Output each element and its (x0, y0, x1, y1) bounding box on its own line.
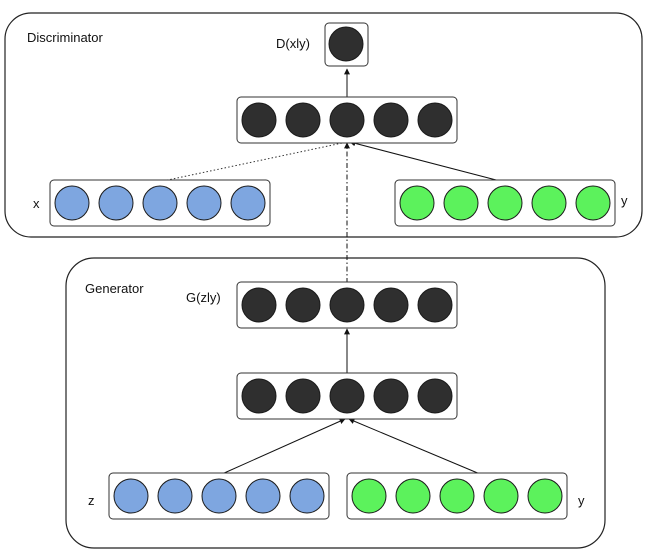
discriminator-y-unit (399, 185, 435, 221)
generator-output-unit (417, 287, 453, 323)
edge-y-to-gen-hidden (348, 418, 481, 475)
discriminator-x-label: x (33, 196, 40, 211)
generator-z-unit (245, 478, 281, 514)
discriminator-hidden-unit (417, 102, 453, 138)
generator-output-unit (241, 287, 277, 323)
generator-z-unit (113, 478, 149, 514)
edge-x-to-disc-hidden (162, 141, 348, 182)
generator-y-unit (527, 478, 563, 514)
discriminator-x-unit (54, 185, 90, 221)
generator-y-unit (395, 478, 431, 514)
generator-title: Generator (85, 281, 144, 296)
discriminator-x-unit (230, 185, 266, 221)
discriminator-output-unit (328, 26, 364, 62)
generator-z-unit (201, 478, 237, 514)
discriminator-y-unit (443, 185, 479, 221)
units (54, 26, 611, 514)
generator-hidden-unit (373, 378, 409, 414)
discriminator-y-label: y (621, 193, 628, 208)
discriminator-hidden-unit (241, 102, 277, 138)
generator-hidden-unit (417, 378, 453, 414)
discriminator-output-label: D(xly) (276, 36, 310, 51)
discriminator-title: Discriminator (27, 30, 103, 45)
discriminator-x-unit (186, 185, 222, 221)
generator-output-unit (373, 287, 409, 323)
discriminator-y-unit (487, 185, 523, 221)
edge-z-to-gen-hidden (221, 418, 346, 475)
generator-z-unit (289, 478, 325, 514)
discriminator-x-unit (98, 185, 134, 221)
generator-output-label: G(zly) (186, 290, 221, 305)
edges (162, 68, 501, 475)
edge-y-to-disc-hidden (349, 140, 501, 182)
generator-y-label: y (578, 493, 585, 508)
generator-hidden-unit (241, 378, 277, 414)
generator-y-unit (439, 478, 475, 514)
generator-hidden-unit (285, 378, 321, 414)
generator-y-unit (483, 478, 519, 514)
discriminator-x-unit (142, 185, 178, 221)
generator-y-unit (351, 478, 387, 514)
discriminator-hidden-unit (373, 102, 409, 138)
discriminator-hidden-unit (329, 102, 365, 138)
generator-output-unit (329, 287, 365, 323)
generator-output-unit (285, 287, 321, 323)
discriminator-y-unit (575, 185, 611, 221)
generator-z-unit (157, 478, 193, 514)
discriminator-y-unit (531, 185, 567, 221)
discriminator-hidden-unit (285, 102, 321, 138)
generator-z-label: z (88, 493, 95, 508)
generator-hidden-unit (329, 378, 365, 414)
